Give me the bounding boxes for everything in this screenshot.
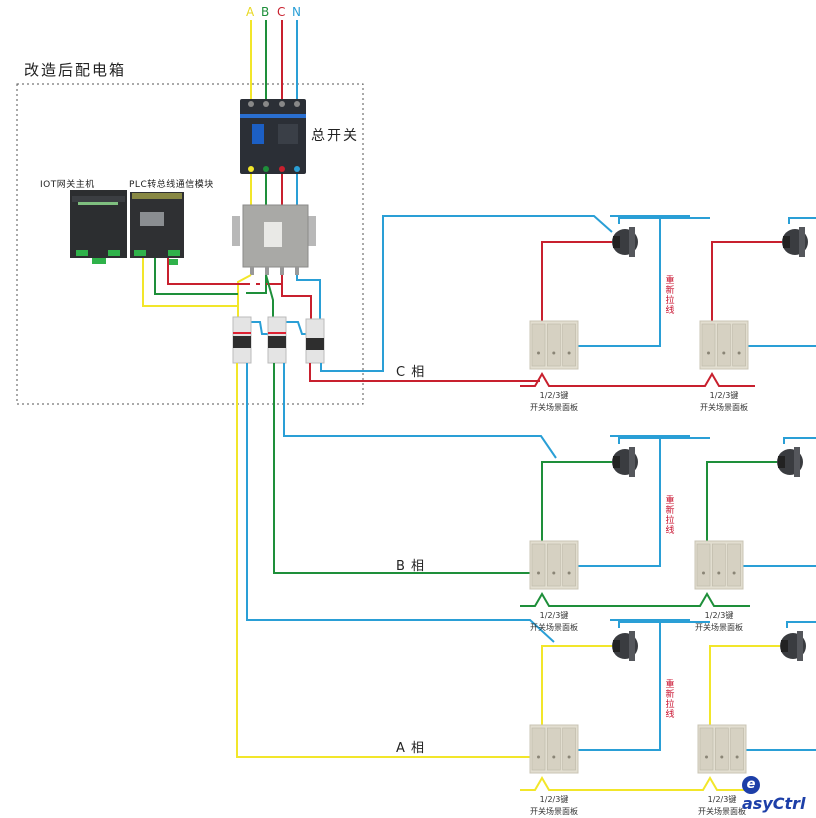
panel-label-line1: 1/2/3键 [539,611,569,620]
rewire-label: 重新拉线 [665,276,675,316]
supply-label-b: B [261,5,270,19]
supply-label-n: N [292,5,301,19]
distribution-box-border [16,83,364,405]
iot-gateway-device [70,190,127,264]
panel-label-line1: 1/2/3键 [704,611,734,620]
room-unit [520,619,710,791]
room-unit [688,621,816,791]
phase-label-a: A 相 [396,741,426,756]
branch-breakers [232,316,325,364]
main-switch-label: 总开关 [311,128,359,144]
room-unit [520,215,710,387]
room-unit [685,437,816,607]
panel-label-line2: 开关场景面板 [695,623,743,632]
wiring-diagram [16,20,816,791]
iot-gateway-label: IOT网关主机 [40,180,95,190]
phase-label-b: B 相 [396,559,426,574]
supply-label-a: A [246,5,255,19]
panel-label-line2: 开关场景面板 [530,403,578,412]
panel-label: 1/2/3键开关场景面板 [669,610,769,634]
phase-label-c: C 相 [396,365,426,380]
logo-mark: e [742,775,760,794]
panel-label-line2: 开关场景面板 [530,807,578,816]
filter-box [232,204,316,275]
panel-label: 1/2/3键开关场景面板 [504,390,604,414]
main-breaker [240,99,306,174]
breaker-c [305,318,325,364]
panel-label: 1/2/3键开关场景面板 [504,610,604,634]
supply-label-c: C [277,5,286,19]
diagram-title: 改造后配电箱 [24,61,127,79]
rewire-label: 重新拉线 [665,680,675,720]
feeder-wires [236,215,613,758]
panel-label-line2: 开关场景面板 [530,623,578,632]
room-unit [690,217,816,387]
plc-module-device [130,192,184,265]
rewire-label: 重新拉线 [665,496,675,536]
logo-text: asyCtrl [742,793,806,813]
supply-wires [250,20,298,205]
plc-module-label: PLC转总线通信模块 [129,180,214,190]
room-circuits [520,215,816,791]
panel-label-line2: 开关场景面板 [700,403,748,412]
panel-label: 1/2/3键开关场景面板 [504,794,604,818]
breaker-b [267,316,287,364]
panel-label: 1/2/3键开关场景面板 [674,390,774,414]
panel-label-line1: 1/2/3键 [709,391,739,400]
room-unit [520,435,710,607]
easyctrl-logo: easyCtrl [742,774,816,813]
breaker-a [232,316,252,364]
panel-label-line1: 1/2/3键 [539,391,569,400]
